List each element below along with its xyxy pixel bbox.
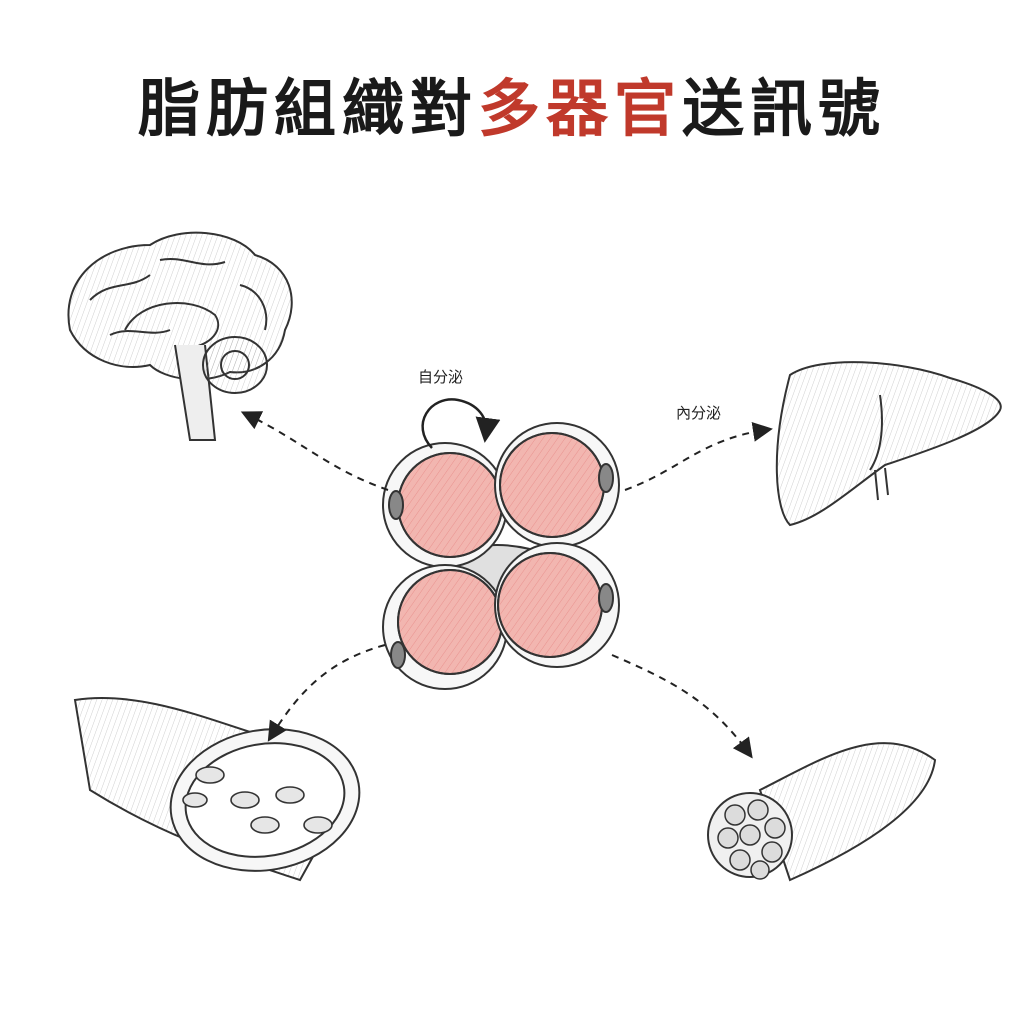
adipocyte-cell-bottom-left [382, 564, 508, 690]
autocrine-loop-arrow [421, 398, 501, 449]
adipocyte-cell-top-left [382, 442, 508, 568]
adipocyte-cell-top-right [494, 422, 620, 548]
adipocyte-cluster [382, 422, 620, 690]
page-title: 脂肪組織對多器官送訊號 [0, 78, 1024, 140]
title-prefix: 脂肪組織對 [137, 72, 478, 145]
arrow-to-brain [240, 411, 389, 491]
arrow-to-vessel [267, 644, 386, 742]
endocrine-label: 內分泌 [676, 404, 722, 422]
arrow-to-muscle [611, 654, 753, 759]
title-highlight: 多器官 [477, 72, 682, 145]
brain-illustration [67, 231, 293, 441]
title-suffix: 送訊號 [682, 72, 887, 145]
autocrine-label: 自分泌 [418, 368, 464, 386]
muscle-bundle-illustration [707, 742, 937, 882]
arrow-to-liver [624, 421, 773, 491]
liver-illustration [775, 361, 1002, 527]
blood-vessel-illustration [73, 697, 361, 882]
adipocyte-cell-bottom-right [494, 542, 620, 668]
